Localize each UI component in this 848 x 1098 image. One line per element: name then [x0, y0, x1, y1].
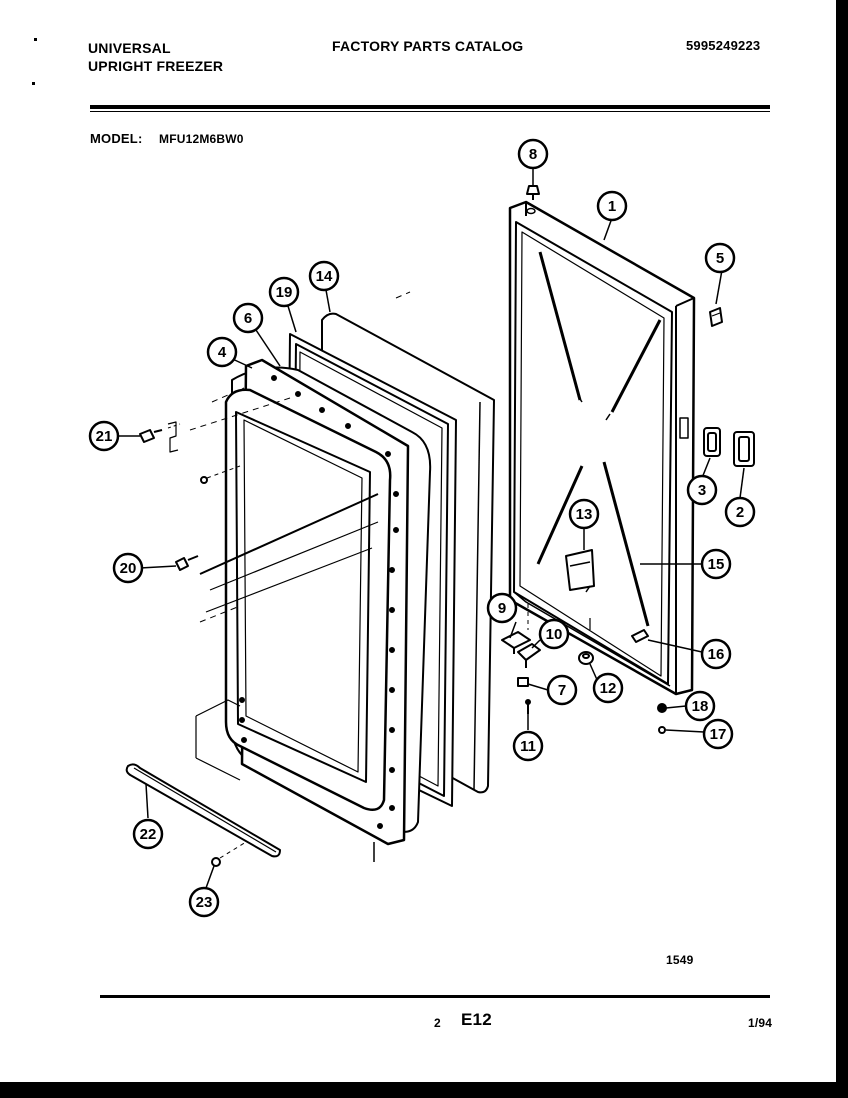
panel-screw	[175, 555, 199, 571]
model-label: MODEL:	[90, 131, 143, 146]
catalog-title: FACTORY PARTS CATALOG	[332, 38, 524, 54]
callout-numbers: 1 2 3 4 5 6 7 8 9 10 11 12 13 14 15 16 1…	[96, 146, 745, 911]
outer-door-panel	[508, 200, 696, 696]
bottom-trim-strip	[125, 763, 281, 858]
callout-4: 4	[218, 344, 227, 361]
callout-bubbles	[88, 138, 756, 918]
part-number: 5995249223	[686, 38, 761, 53]
footer-rule	[100, 995, 770, 998]
callout-17: 17	[710, 726, 727, 743]
inner-door-panel	[199, 358, 410, 862]
callout-11: 11	[520, 738, 536, 755]
callout-leaders	[118, 168, 745, 889]
revision-date: 1/94	[748, 1016, 773, 1030]
figure-number: 1549	[666, 953, 694, 967]
door-bracket	[565, 549, 595, 591]
small-screw	[200, 465, 241, 484]
catalog-page: UNIVERSAL UPRIGHT FREEZER FACTORY PARTS …	[32, 38, 773, 1030]
callout-23: 23	[196, 894, 213, 911]
exploded-parts-diagram: 1 2 3 4 5 6 7 8 9 10 11 12 13 14 15 16 1…	[88, 138, 756, 918]
scan-speck	[32, 82, 35, 85]
callout-14: 14	[316, 268, 333, 285]
callout-15: 15	[708, 556, 725, 573]
callout-16: 16	[708, 646, 725, 663]
callout-2: 2	[736, 504, 744, 521]
callout-8: 8	[529, 146, 537, 163]
scan-border-bottom	[0, 1082, 848, 1098]
lower-trim-block	[195, 699, 241, 781]
callout-12: 12	[600, 680, 617, 697]
callout-6: 6	[244, 310, 252, 327]
callout-18: 18	[692, 698, 709, 715]
screw-washer	[657, 703, 667, 734]
brand-name: UNIVERSAL	[88, 40, 171, 56]
callout-3: 3	[698, 482, 706, 499]
trim-screw	[211, 841, 247, 867]
lower-hinge-assembly	[501, 604, 541, 714]
callout-13: 13	[576, 506, 593, 523]
scan-speck	[34, 38, 37, 41]
callout-7: 7	[558, 682, 566, 699]
product-name: UPRIGHT FREEZER	[88, 58, 224, 74]
alignment-lines	[189, 291, 411, 623]
handle-cover-large	[733, 431, 755, 467]
callout-10: 10	[546, 626, 563, 643]
handle-cover-small	[703, 427, 721, 457]
model-number: MFU12M6BW0	[159, 132, 244, 146]
hinge-nut	[578, 651, 594, 665]
header-rule-thin	[90, 111, 770, 112]
callout-5: 5	[716, 250, 724, 267]
callout-20: 20	[120, 560, 137, 577]
callout-22: 22	[140, 826, 157, 843]
scan-border-right	[836, 0, 848, 1098]
callout-21: 21	[96, 428, 113, 445]
callout-9: 9	[498, 600, 506, 617]
top-hinge-pin	[526, 185, 540, 200]
header-rule	[90, 105, 770, 109]
liner-screw	[139, 421, 181, 453]
callout-19: 19	[276, 284, 293, 301]
door-stop	[631, 629, 649, 643]
section-code: E12	[461, 1010, 492, 1029]
handle-clip	[709, 307, 723, 327]
callout-1: 1	[608, 198, 616, 215]
page-number: 2	[434, 1016, 441, 1030]
